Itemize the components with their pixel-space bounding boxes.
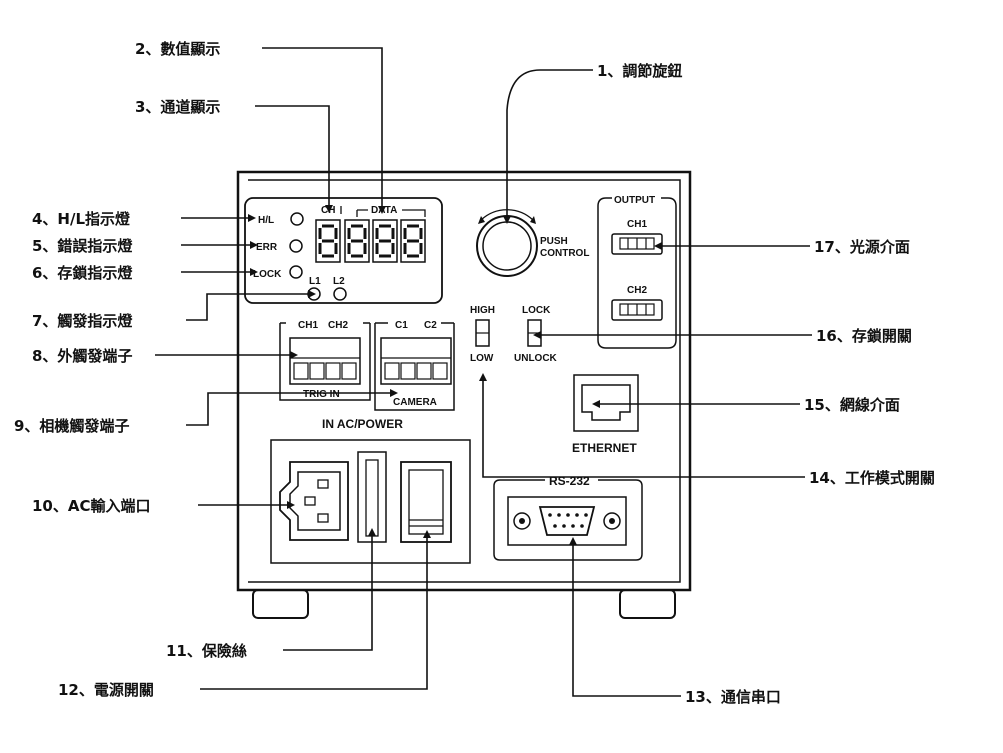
external-trigger-terminal[interactable]: CH1 CH2 TRIG IN	[279, 320, 371, 401]
data-label: DATA	[371, 205, 397, 216]
camera-label: CAMERA	[393, 397, 437, 408]
hl-indicator-led	[290, 212, 304, 226]
adjust-knob[interactable]: PUSH CONTROL	[476, 209, 589, 277]
low-label: LOW	[470, 353, 494, 364]
high-label: HIGH	[470, 305, 495, 316]
light-output-connector-ch2[interactable]	[611, 299, 663, 321]
hl-label: H/L	[258, 215, 274, 226]
light-output-connector-ch1[interactable]	[611, 233, 663, 255]
rs232-label: RS-232	[549, 474, 590, 488]
trig-ch1-label: CH1	[298, 320, 318, 331]
leader-7	[186, 293, 308, 321]
leader-lines	[155, 47, 812, 697]
c1-label: C1	[395, 320, 408, 331]
ethernet-port[interactable]: ETHERNET	[572, 374, 639, 455]
ac-input-port[interactable]	[279, 461, 349, 541]
value-digit-1	[344, 219, 370, 263]
ethernet-label: ETHERNET	[572, 441, 637, 455]
leader-3	[255, 105, 330, 205]
leader-1	[506, 69, 593, 216]
display-panel: H/L ERR LOCK CH DATA L1 L2	[244, 197, 443, 304]
callout-9: 9、相機觸發端子	[14, 417, 129, 435]
work-mode-switch[interactable]: HIGH LOW	[470, 305, 495, 364]
callout-7: 7、觸發指示燈	[32, 312, 133, 330]
leader-13	[572, 545, 681, 697]
c2-label: C2	[424, 320, 437, 331]
leader-arrowheads	[248, 205, 662, 545]
callout-1: 1、調節旋鈕	[597, 62, 682, 80]
callout-5: 5、錯誤指示燈	[32, 237, 133, 255]
callout-14: 14、工作模式開關	[809, 469, 935, 487]
device-body	[236, 170, 692, 619]
rs232-port[interactable]: RS-232	[493, 474, 643, 561]
lock-led-label: LOCK	[253, 269, 282, 280]
err-indicator-led	[289, 239, 303, 253]
channel-digit	[315, 219, 341, 263]
callout-10: 10、AC輸入端口	[32, 497, 151, 515]
push-label: PUSH	[540, 236, 568, 247]
left-foot	[252, 589, 309, 619]
callout-16: 16、存鎖開關	[816, 327, 912, 345]
callout-4: 4、H/L指示燈	[32, 210, 131, 228]
light-output-panel: OUTPUT CH1 CH2	[597, 195, 677, 349]
callout-labels: 1、調節旋鈕 2、數值顯示 3、通道顯示 4、H/L指示燈 5、錯誤指示燈 6、…	[14, 40, 935, 706]
callout-8: 8、外觸發端子	[32, 347, 132, 365]
power-switch[interactable]	[400, 461, 452, 543]
callout-15: 15、網線介面	[804, 396, 900, 414]
leader-14	[482, 381, 805, 478]
l2-label: L2	[333, 276, 345, 287]
callout-3: 3、通道顯示	[135, 98, 220, 116]
control-label: CONTROL	[540, 248, 589, 259]
callout-2: 2、數值顯示	[135, 40, 220, 58]
callout-17: 17、光源介面	[814, 238, 910, 256]
leader-12	[200, 538, 428, 690]
output-label: OUTPUT	[614, 195, 655, 206]
l1-label: L1	[309, 276, 321, 287]
callout-13: 13、通信串口	[685, 688, 781, 706]
lock-switch-label: LOCK	[522, 305, 551, 316]
callout-12: 12、電源開關	[58, 681, 154, 699]
ac-power-block: IN AC/POWER	[270, 417, 471, 564]
err-label: ERR	[256, 242, 278, 253]
ac-power-label: IN AC/POWER	[322, 417, 403, 431]
output-ch2-label: CH2	[627, 285, 647, 296]
right-foot	[619, 589, 676, 619]
output-ch1-label: CH1	[627, 219, 647, 230]
callout-11: 11、保險絲	[166, 642, 247, 660]
leader-11	[283, 536, 373, 651]
value-digit-3	[400, 219, 426, 263]
trigger-led-2	[333, 287, 347, 301]
leader-2	[262, 47, 383, 206]
value-digit-2	[372, 219, 398, 263]
trig-ch2-label: CH2	[328, 320, 348, 331]
lock-indicator-led	[289, 265, 303, 279]
callout-6: 6、存鎖指示燈	[32, 264, 133, 282]
trig-in-label: TRIG IN	[303, 389, 340, 400]
camera-trigger-terminal[interactable]: C1 C2 CAMERA	[374, 320, 455, 411]
unlock-label: UNLOCK	[514, 353, 558, 364]
leader-9	[186, 392, 390, 426]
